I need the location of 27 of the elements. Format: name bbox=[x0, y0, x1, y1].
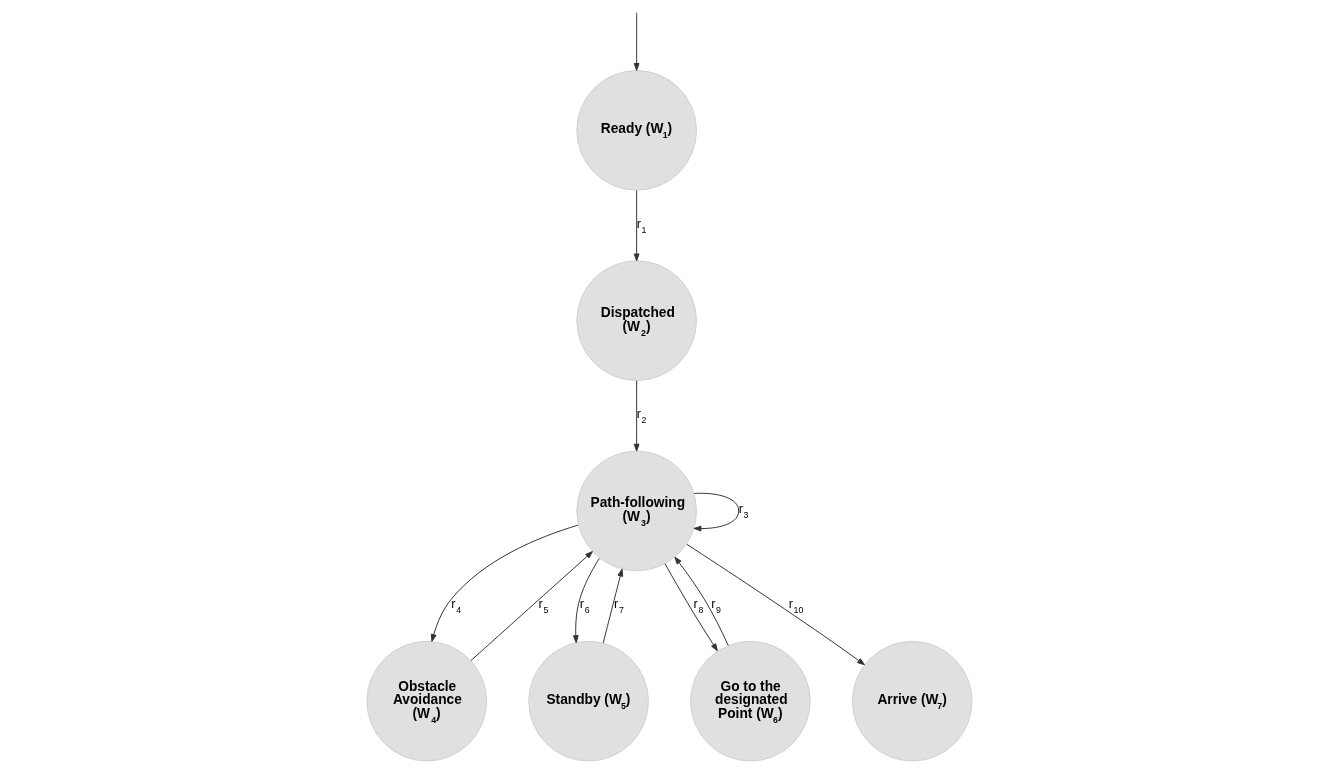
arrow bbox=[469, 551, 593, 662]
arrow bbox=[693, 492, 739, 532]
arrow bbox=[633, 12, 640, 71]
arrow bbox=[685, 543, 865, 666]
edge-label: r$_{9}$ bbox=[710, 596, 721, 616]
edge-label: r$_{6}$ bbox=[579, 596, 590, 616]
node-circle: Path-following (W$_{3}$) bbox=[575, 450, 697, 572]
node-circle: Standby (W$_{5}$) bbox=[527, 640, 649, 762]
node-circle: Obstacle Avoidance (W$_{4}$) bbox=[365, 640, 487, 762]
arrow bbox=[673, 556, 729, 647]
arrow bbox=[633, 189, 640, 262]
edge-label: r$_{1}$ bbox=[636, 215, 646, 235]
edge-label: r$_{7}$ bbox=[613, 596, 624, 616]
arrow bbox=[572, 557, 600, 644]
node-circle: Dispatched (W$_{2}$) bbox=[575, 260, 697, 381]
edge-label: r$_{3}$ bbox=[738, 501, 748, 521]
node-circle: Ready (W$_{1}$) bbox=[575, 70, 697, 191]
arrow bbox=[663, 563, 718, 652]
edge-label: r$_{5}$ bbox=[538, 596, 548, 616]
edge-label: r$_{10}$ bbox=[788, 596, 803, 616]
arrow bbox=[430, 524, 579, 642]
edge-label: r$_{8}$ bbox=[693, 596, 703, 616]
edge-label: r$_{4}$ bbox=[450, 596, 461, 616]
node-circle: Arrive (W$_{7}$) bbox=[851, 640, 973, 762]
arrow bbox=[633, 380, 640, 452]
edge-label: r$_{2}$ bbox=[636, 406, 646, 426]
arrow bbox=[602, 568, 623, 644]
